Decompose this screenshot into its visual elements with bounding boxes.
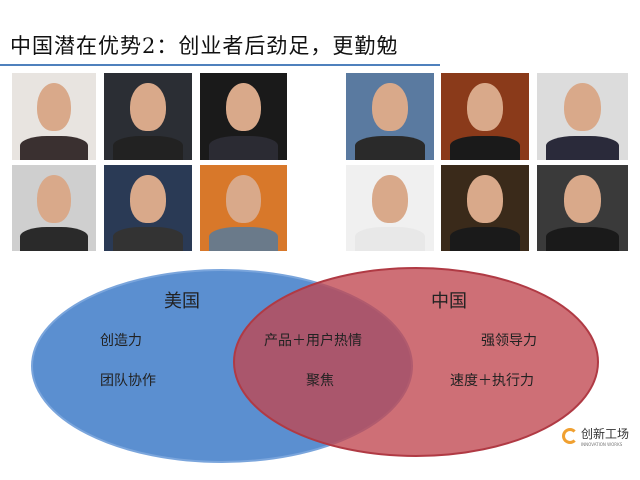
venn-usa-item: 团队协作 bbox=[100, 373, 156, 389]
portrait-photo bbox=[346, 165, 434, 251]
portrait-photo bbox=[200, 73, 287, 160]
portrait-photo bbox=[441, 73, 529, 160]
portrait-photo bbox=[200, 165, 287, 251]
slide-title: 中国潜在优势2：创业者后劲足，更勤勉 bbox=[10, 34, 399, 58]
logo-subtitle: INNOVATION WORKS bbox=[581, 442, 623, 447]
portrait-photo bbox=[12, 165, 96, 251]
venn-usa-label: 美国 bbox=[164, 291, 200, 312]
venn-china-circle bbox=[233, 267, 599, 457]
portrait-photo bbox=[537, 165, 628, 251]
portrait-photo bbox=[12, 73, 96, 160]
venn-china-item: 强领导力 bbox=[481, 333, 537, 349]
lightbulb-icon bbox=[562, 428, 578, 444]
portrait-photo bbox=[104, 165, 192, 251]
venn-china-label: 中国 bbox=[431, 291, 467, 312]
portrait-photo bbox=[537, 73, 628, 160]
venn-overlap-item: 产品＋用户热情 bbox=[264, 333, 362, 349]
venn-usa-item: 创造力 bbox=[100, 333, 142, 349]
venn-overlap-item: 聚焦 bbox=[306, 373, 334, 389]
venn-china-item: 速度＋执行力 bbox=[450, 373, 534, 389]
title-underline bbox=[0, 64, 440, 66]
portrait-photo bbox=[346, 73, 434, 160]
logo-name: 创新工场 bbox=[581, 427, 630, 441]
innovation-works-logo: 创新工场 INNOVATION WORKS bbox=[562, 425, 629, 447]
portrait-photo bbox=[104, 73, 192, 160]
portrait-photo bbox=[441, 165, 529, 251]
